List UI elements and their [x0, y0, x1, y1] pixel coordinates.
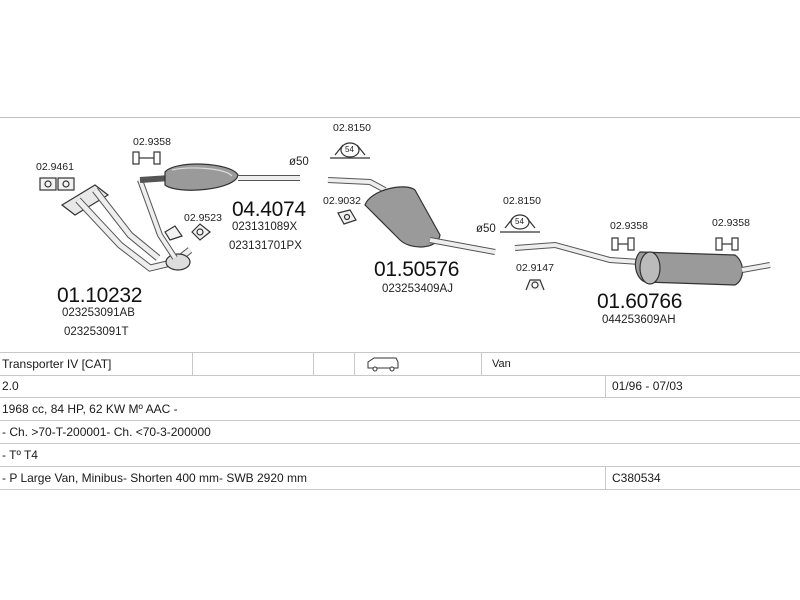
middle-silencer-ref-1: 023253409AJ — [382, 283, 453, 295]
clamp-top-size: 54 — [345, 145, 354, 154]
clamp-rear-size: 54 — [515, 217, 524, 226]
gasket-cat-drawing — [164, 223, 211, 241]
hanger-cat-drawing — [132, 151, 161, 165]
clamp-rear-number: 02.8150 — [503, 195, 541, 207]
hanger-cat-number: 02.9358 — [133, 136, 171, 148]
hanger-rear-mid-drawing — [525, 279, 545, 291]
gasket-front-number: 02.9461 — [36, 161, 74, 173]
front-pipe-drawing — [60, 184, 193, 272]
chassis-cell: - Ch. >70-T-200001- Ch. <70-3-200000 — [2, 425, 211, 439]
table-row: - Ch. >70-T-200001- Ch. <70-3-200000 — [0, 421, 800, 444]
spec-cell: 1968 cc, 84 HP, 62 KW Mº AAC - — [2, 402, 178, 416]
gasket-front-drawing — [39, 177, 75, 191]
clamp-top-number: 02.8150 — [333, 122, 371, 134]
hanger-mid-drawing — [337, 209, 357, 225]
gasket-cat-number: 02.9523 — [184, 212, 222, 224]
catalyst-ref-2: 023131701PX — [229, 240, 302, 252]
table-row: 1968 cc, 84 HP, 62 KW Mº AAC - — [0, 398, 800, 421]
type-cell: - Tº T4 — [2, 448, 38, 462]
front-pipe-number: 01.10232 — [57, 284, 143, 307]
rear-silencer-ref-1: 044253609AH — [602, 314, 676, 326]
years-cell: 01/96 - 07/03 — [612, 379, 683, 393]
clamp-top-drawing — [330, 142, 370, 159]
engine-cell: 2.0 — [2, 379, 19, 393]
catalyst-ref-1: 023131089X — [232, 221, 298, 233]
code-cell: C380534 — [612, 471, 661, 485]
table-row: - P Large Van, Minibus- Shorten 400 mm- … — [0, 467, 800, 490]
diameter-label-2: ø50 — [476, 223, 496, 235]
hanger-rear-2-drawing — [715, 237, 739, 251]
van-icon — [366, 356, 400, 378]
hanger-rear-2-number: 02.9358 — [712, 217, 750, 229]
model-cell: Transporter IV [CAT] — [2, 357, 112, 371]
catalyst-drawing — [137, 163, 300, 260]
front-pipe-ref-1: 023253091AB — [62, 307, 135, 319]
table-row: 2.0 01/96 - 07/03 — [0, 375, 800, 398]
middle-silencer-number: 01.50576 — [374, 258, 460, 281]
hanger-mid-number: 02.9032 — [323, 195, 361, 207]
hanger-rear-1-number: 02.9358 — [610, 220, 648, 232]
table-row: Transporter IV [CAT] Van — [0, 352, 800, 376]
clamp-rear-drawing — [500, 214, 540, 233]
catalyst-number: 04.4074 — [232, 198, 306, 221]
rear-silencer-number: 01.60766 — [597, 290, 683, 313]
variant-cell: - P Large Van, Minibus- Shorten 400 mm- … — [2, 471, 308, 485]
hanger-rear-mid-number: 02.9147 — [516, 262, 554, 274]
diameter-label-1: ø50 — [289, 156, 309, 168]
table-row: - Tº T4 — [0, 444, 800, 467]
exhaust-diagram: 02.9461 02.9358 02.9523 02.8150 54 02.90… — [0, 117, 800, 338]
hanger-rear-1-drawing — [611, 237, 635, 251]
exhaust-drawing — [39, 142, 771, 291]
top-divider — [0, 117, 800, 118]
body-type-cell: Van — [492, 358, 511, 370]
middle-silencer-drawing — [327, 177, 496, 255]
front-pipe-ref-2: 023253091T — [64, 326, 129, 338]
rear-silencer-drawing — [514, 241, 771, 286]
